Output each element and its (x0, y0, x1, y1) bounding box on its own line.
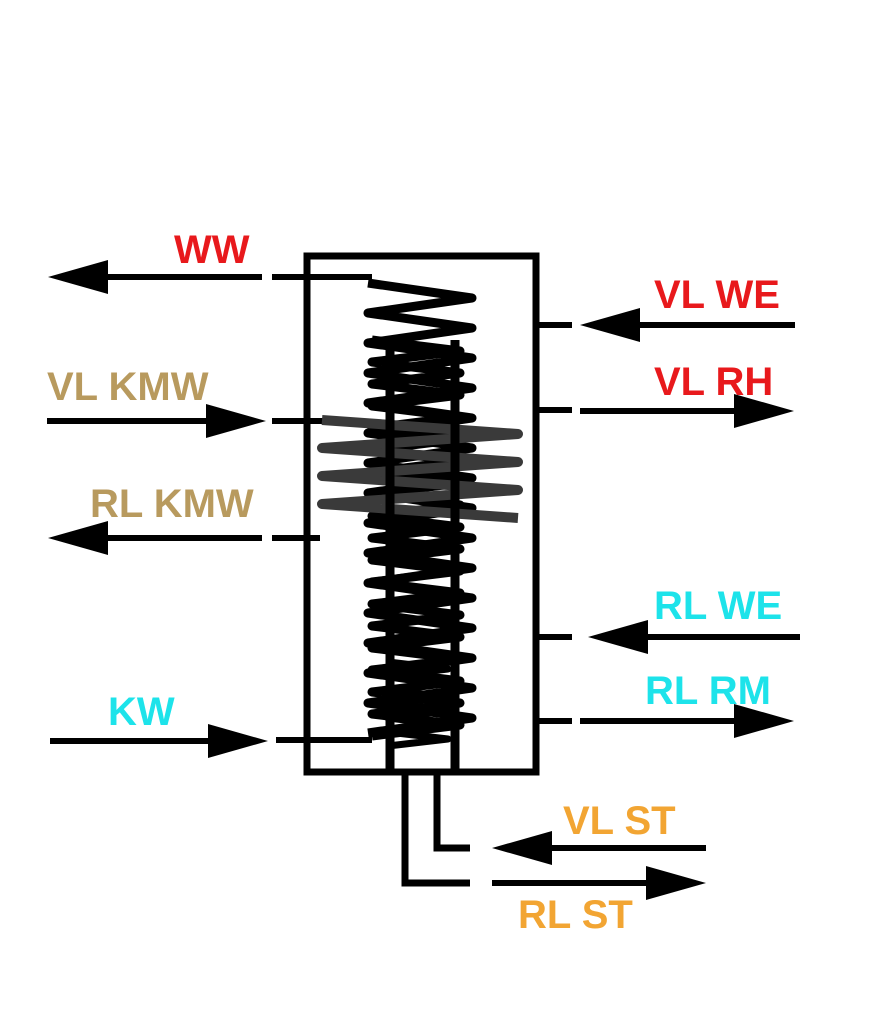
arrow-rl-kmw[interactable] (48, 521, 262, 555)
solar-coil-pipes (401, 775, 470, 887)
internal-pipes (385, 340, 460, 770)
label-vl-st: VL ST (563, 799, 676, 843)
label-vl-rh: VL RH (654, 360, 774, 404)
left-port-stubs (272, 274, 372, 743)
arrow-rl-rm[interactable] (580, 704, 794, 738)
arrow-rl-we[interactable] (588, 620, 800, 654)
label-rl-kmw: RL KMW (90, 482, 254, 526)
label-vl-kmw: VL KMW (47, 365, 209, 409)
drinking-water-coil-path (363, 278, 477, 738)
inner-coil-path (367, 335, 465, 741)
tank-outline (303, 252, 540, 776)
label-kw: KW (108, 690, 175, 734)
arrow-ww[interactable] (48, 260, 262, 294)
arrow-vl-kmw[interactable] (47, 404, 266, 438)
label-rl-we: RL WE (654, 584, 783, 628)
label-ww: WW (174, 228, 250, 272)
arrow-vl-we[interactable] (580, 308, 795, 342)
arrow-vl-st[interactable] (492, 831, 706, 865)
right-port-stubs (536, 322, 572, 724)
heat-exchanger-coil-path (317, 415, 523, 523)
label-rl-rm: RL RM (645, 669, 771, 713)
arrow-kw[interactable] (50, 724, 268, 758)
drinking-water-coil (363, 278, 477, 741)
label-vl-we: VL WE (654, 273, 780, 317)
arrow-vl-rh[interactable] (580, 394, 794, 428)
heat-exchanger-coil (317, 415, 523, 523)
arrow-rl-st[interactable] (492, 866, 706, 900)
label-rl-st: RL ST (518, 893, 633, 937)
